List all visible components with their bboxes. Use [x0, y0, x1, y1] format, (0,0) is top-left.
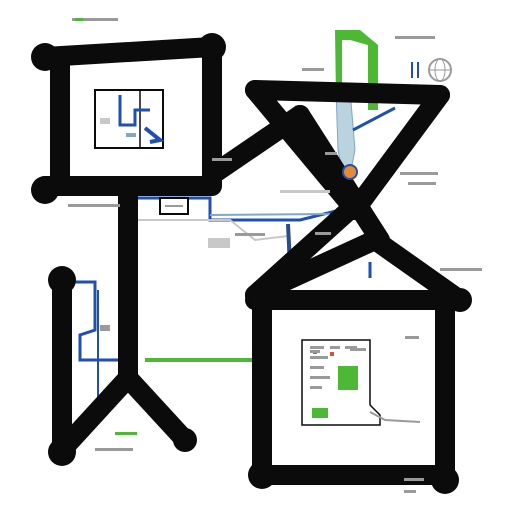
green-block	[338, 366, 358, 390]
thick-frame	[35, 37, 470, 485]
mark-gray	[280, 190, 330, 193]
mark-green	[95, 448, 133, 451]
mark-gray	[350, 348, 366, 351]
inner-diagram-house	[301, 339, 421, 426]
mark-green	[75, 18, 83, 21]
green-block-small	[312, 408, 328, 418]
mark-green	[115, 432, 137, 435]
blue-left-bracket	[52, 280, 120, 362]
mark-gray	[208, 238, 230, 248]
mark-gray	[325, 152, 337, 155]
globe-icon	[428, 58, 452, 82]
mark-gray	[405, 336, 419, 339]
scattered-marks	[68, 18, 482, 493]
map-pin	[342, 164, 358, 180]
joint-dot	[430, 85, 450, 105]
mark-gray	[302, 68, 324, 71]
gray-route	[125, 219, 289, 265]
mark-gray	[404, 478, 424, 481]
joint-dot	[118, 180, 138, 200]
mark-gray	[68, 204, 120, 207]
tiny-blue-path	[118, 95, 150, 127]
joint-dot	[48, 266, 76, 294]
mark-gray	[440, 268, 482, 271]
joint-dot	[31, 43, 59, 71]
mark-gray	[235, 233, 265, 236]
joint-dot	[31, 176, 59, 204]
house-wire	[369, 411, 421, 423]
badge	[100, 325, 110, 331]
top-right-blue-stick	[411, 62, 419, 78]
joint-dot	[250, 288, 274, 312]
joint-dot	[431, 466, 459, 494]
joint-dot	[448, 288, 472, 312]
blue-route-mid	[209, 213, 331, 216]
thin-connectors	[52, 62, 419, 420]
tiny-chip	[100, 118, 110, 124]
mark-gray	[212, 158, 232, 161]
mark-gray	[310, 350, 320, 353]
left-lower-diag	[52, 368, 195, 460]
joint-dot	[173, 428, 197, 452]
blue-diagonal	[352, 106, 396, 132]
mark-gray	[408, 182, 436, 185]
inverted-triangle	[245, 80, 450, 220]
joint-dot	[248, 461, 276, 489]
house-roof	[245, 230, 470, 310]
tiny-blue-path-2	[143, 126, 165, 144]
house-chips	[310, 346, 357, 389]
mark-gray	[400, 172, 438, 175]
tiny-chip	[126, 133, 136, 137]
small-panel	[159, 197, 189, 215]
mark-gray	[72, 18, 118, 21]
house-walls	[252, 290, 455, 485]
mark-gray	[395, 36, 435, 39]
mark-gray	[315, 232, 331, 235]
joint-dot	[245, 80, 265, 100]
joint-dot	[48, 438, 76, 466]
joint-dots	[31, 33, 472, 494]
inner-diagram-top-left	[94, 89, 165, 149]
mark-gray	[404, 490, 416, 493]
cross-line-a	[290, 105, 390, 250]
joint-dot	[198, 33, 226, 61]
diagonal-left	[202, 105, 310, 185]
